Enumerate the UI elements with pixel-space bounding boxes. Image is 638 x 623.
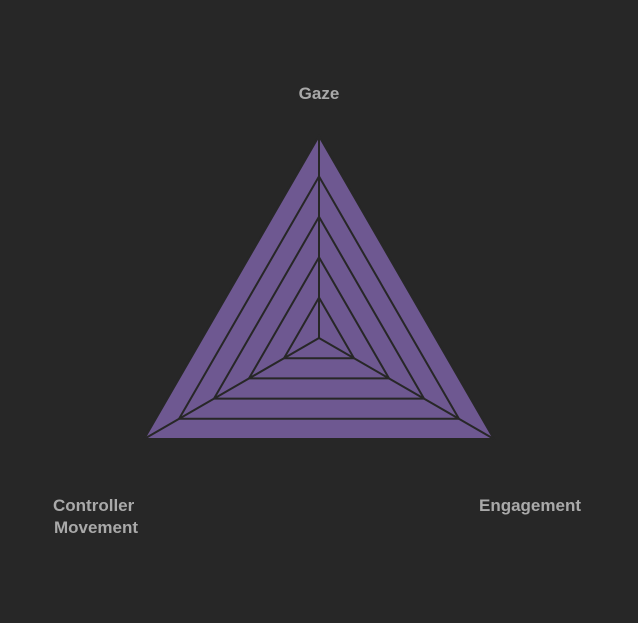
grid-ring-4 <box>177 174 461 420</box>
axis-spoke-controller-movement <box>143 337 320 440</box>
axis-label-engagement: Engagement <box>479 496 581 515</box>
grid-ring-2 <box>247 255 391 380</box>
grid-ring-5 <box>142 133 496 440</box>
axis-label-controller-movement: Controller Movement <box>53 496 139 537</box>
grid-ring-1 <box>282 295 356 360</box>
grid-layer <box>142 133 496 440</box>
axis-label-gaze: Gaze <box>299 84 340 103</box>
spoke-layer <box>143 136 495 440</box>
axis-spoke-engagement <box>318 337 495 440</box>
grid-ring-3 <box>212 214 426 400</box>
